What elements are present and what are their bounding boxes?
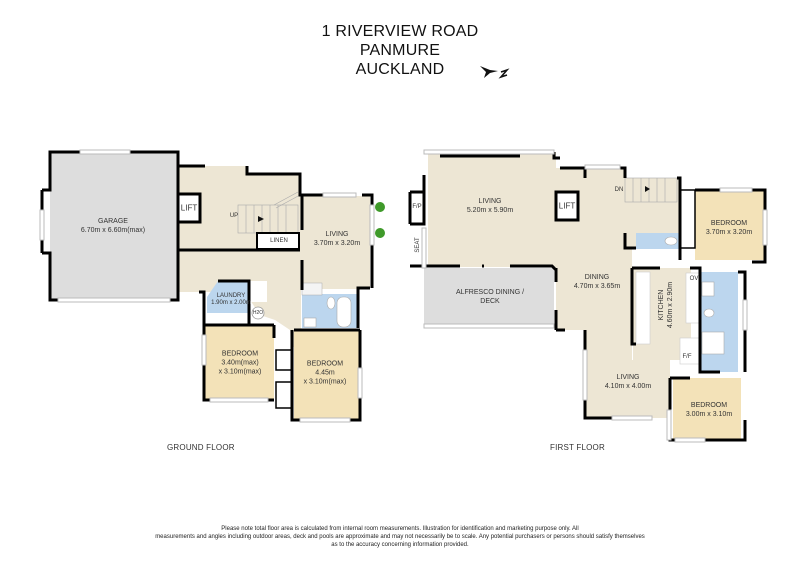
- living-first-2-label: LIVING 4.10m x 4.00m: [604, 374, 652, 390]
- stairs-down-label: DN: [614, 187, 624, 193]
- disclaimer-text: Please note total floor area is calculat…: [155, 526, 645, 548]
- bedroom-first-2-label: BEDROOM 3.00m x 3.10m: [685, 402, 733, 418]
- tree-icon: [375, 228, 385, 238]
- seat-label: SEAT: [415, 237, 421, 253]
- oven-label: OV: [689, 276, 699, 282]
- linen-label: LINEN: [270, 238, 288, 244]
- garage-room-label: GARAGE 6.70m x 6.60m(max): [80, 218, 146, 234]
- fridge-freezer-label: F/F: [682, 354, 692, 360]
- first-floor-label: FIRST FLOOR: [550, 443, 605, 452]
- address-line-2: PANMURE: [359, 42, 441, 59]
- garage-area: [50, 152, 178, 300]
- lift-first-label: LIFT: [558, 201, 576, 211]
- fireplace-label: F/P: [412, 204, 422, 210]
- h2o-label: H2O: [252, 310, 264, 316]
- address-line-3: AUCKLAND: [355, 61, 445, 78]
- first-floor-plan: [408, 149, 768, 443]
- address-line-1: 1 RIVERVIEW ROAD: [321, 23, 479, 40]
- living-first-label: LIVING 5.20m x 5.90m: [466, 198, 514, 214]
- ground-floor-plan: [39, 149, 385, 423]
- north-arrow-icon: [480, 66, 510, 79]
- living-ground-label: LIVING 3.70m x 3.20m: [313, 231, 361, 247]
- dining-label: DINING 4.70m x 3.65m: [573, 274, 621, 290]
- lift-label: LIFT: [180, 203, 198, 213]
- kitchen-label: KITCHEN 4.60m x 2.90m: [658, 281, 674, 329]
- bedroom-ground-1-label: BEDROOM 3.40m(max) x 3.10m(max): [218, 350, 262, 376]
- ground-floor-label: GROUND FLOOR: [167, 443, 235, 452]
- laundry-label: LAUNDRY 1.90m x 2.00m: [211, 293, 251, 306]
- bedroom-first-1-label: BEDROOM 3.70m x 3.20m: [705, 220, 753, 236]
- alfresco-deck-label: ALFRESCO DINING / DECK: [455, 289, 525, 305]
- bedroom-ground-2-label: BEDROOM 4.45m x 3.10m(max): [303, 360, 347, 386]
- stairs-up-label: UP: [229, 213, 239, 219]
- tree-icon: [375, 202, 385, 212]
